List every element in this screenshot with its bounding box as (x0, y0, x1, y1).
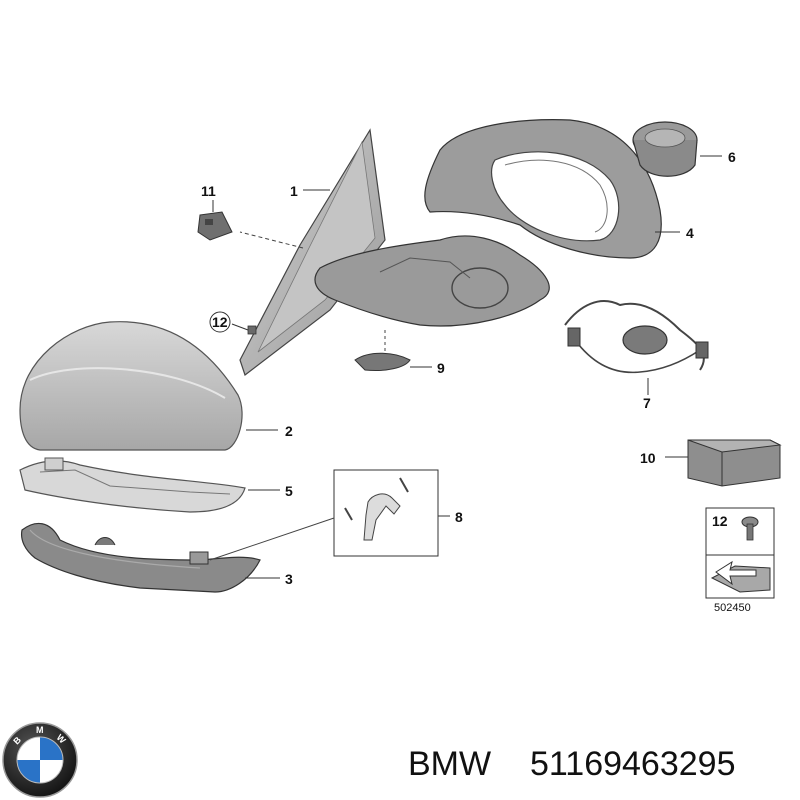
callout-11: 11 (201, 183, 216, 199)
clip-kit-box (209, 469, 439, 561)
callout-8: 8 (455, 509, 463, 525)
package-box-part (687, 439, 782, 487)
bmw-logo: B M W (2, 722, 78, 798)
mirror-cap-part (19, 321, 243, 451)
turn-signal-part (19, 457, 246, 513)
fastener-legend-box: 12 502450 (705, 507, 775, 614)
mirror-glass-part (239, 128, 386, 376)
screw-part-small (247, 325, 257, 335)
callout-4: 4 (686, 225, 694, 241)
leader-lines (212, 155, 722, 579)
wiring-harness-part (564, 300, 709, 374)
callout-10: 10 (640, 450, 656, 466)
callout-3: 3 (285, 571, 293, 587)
callout-9: 9 (437, 360, 445, 376)
legend-part-label: 12 (712, 513, 728, 529)
callout-7: 7 (643, 395, 651, 411)
reference-number: 502450 (714, 602, 751, 614)
mirror-motor-part (632, 121, 698, 177)
switch-part (197, 211, 233, 241)
callout-2: 2 (285, 423, 293, 439)
base-cover-part (354, 330, 411, 371)
mirror-housing-part (424, 119, 662, 259)
callout-12-ring (209, 311, 231, 333)
footer-part-number: 51169463295 (530, 745, 735, 783)
mirror-base-part (314, 235, 550, 327)
callout-12: 12 (212, 314, 228, 330)
callout-6: 6 (728, 149, 736, 165)
callout-5: 5 (285, 483, 293, 499)
lower-housing-part (20, 522, 261, 593)
logo-letter-m: M (36, 725, 44, 735)
footer-brand: BMW (408, 745, 491, 783)
callout-1: 1 (290, 183, 298, 199)
